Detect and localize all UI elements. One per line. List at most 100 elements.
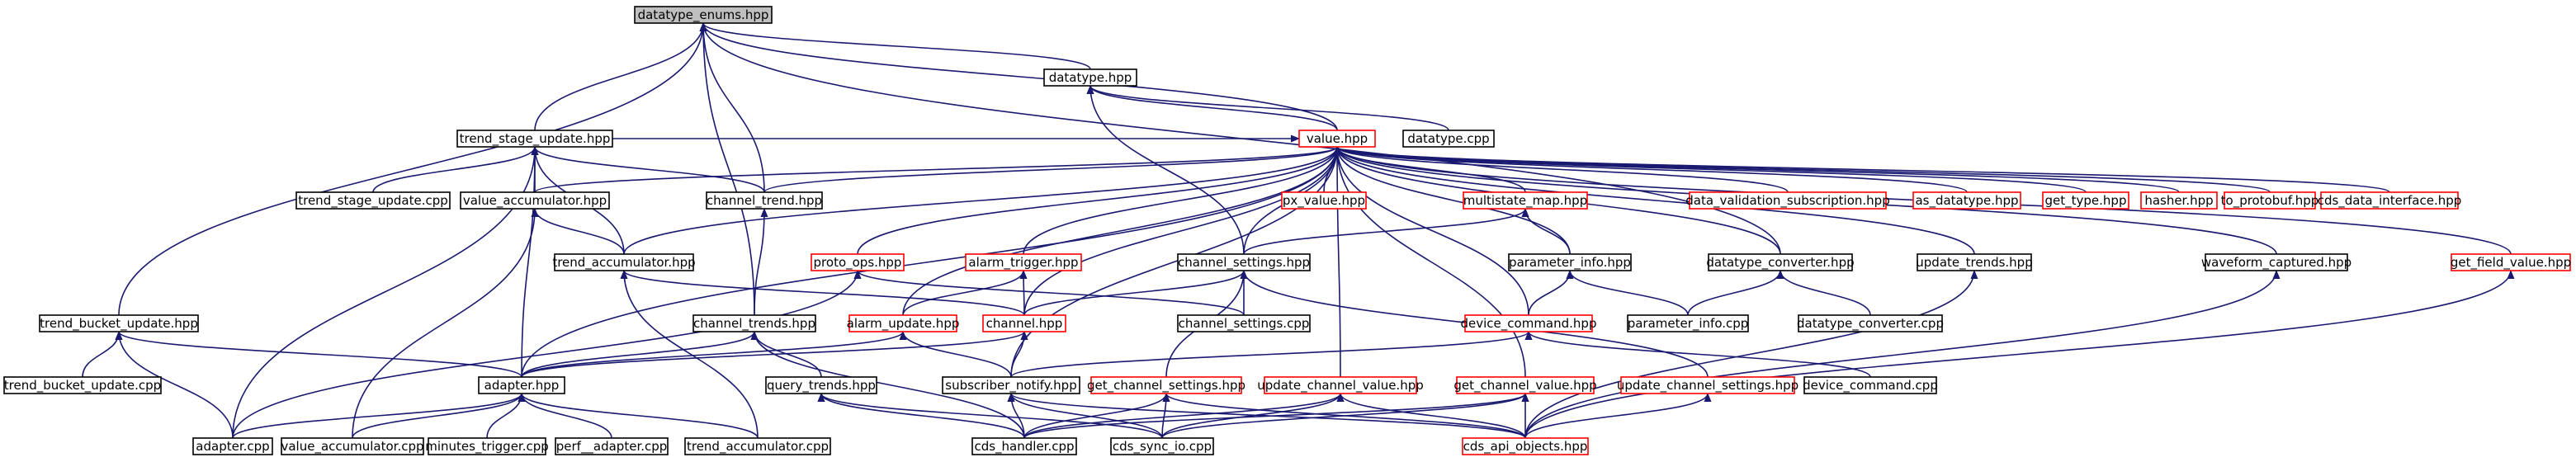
node-box	[1402, 130, 1495, 148]
node-minutes-trigger-cpp[interactable]: minutes_trigger.cpp	[425, 437, 549, 455]
node-alarm-update-hpp[interactable]: alarm_update.hpp	[847, 314, 960, 332]
node-label: hasher.hpp	[2144, 193, 2213, 208]
edge-datatype-hpp-to-datatype-enums-hpp	[699, 22, 1091, 70]
node-label: get_field_value.hpp	[2451, 255, 2571, 271]
node-box	[1090, 376, 1242, 394]
node-trend-stage-update-cpp[interactable]: trend_stage_update.cpp	[295, 191, 451, 210]
node-label: update_channel_value.hpp	[1257, 378, 1424, 394]
node-box	[555, 437, 669, 455]
node-device-command-cpp[interactable]: device_command.cpp	[1803, 376, 1938, 394]
node-channel-trends-hpp[interactable]: channel_trends.hpp	[692, 314, 816, 332]
node-proto-ops-hpp[interactable]: proto_ops.hpp	[811, 253, 905, 271]
node-box	[456, 130, 613, 148]
edge-subscriber-notify-hpp-to-channel-hpp	[1010, 331, 1028, 378]
node-box	[1627, 314, 1749, 332]
node-box	[1110, 437, 1214, 455]
node-trend-bucket-update-hpp[interactable]: trend_bucket_update.hpp	[39, 314, 199, 332]
node-label: datatype_converter.hpp	[1706, 255, 1854, 271]
node-parameter-info-hpp[interactable]: parameter_info.hpp	[1508, 253, 1632, 271]
node-trend-bucket-update-cpp[interactable]: trend_bucket_update.cpp	[3, 376, 162, 394]
node-box	[1463, 191, 1588, 210]
node-channel-settings-cpp[interactable]: channel_settings.cpp	[1177, 314, 1311, 332]
node-label: alarm_trigger.hpp	[968, 255, 1078, 271]
node-alarm-trigger-hpp[interactable]: alarm_trigger.hpp	[965, 253, 1082, 271]
node-datatype-enums-hpp[interactable]: datatype_enums.hpp	[634, 6, 773, 24]
node-trend-stage-update-hpp[interactable]: trend_stage_update.hpp	[456, 130, 613, 148]
node-label: channel_trends.hpp	[693, 316, 815, 332]
node-update-channel-value-hpp[interactable]: update_channel_value.hpp	[1257, 376, 1424, 394]
node-px-value-hpp[interactable]: px_value.hpp	[1281, 191, 1367, 210]
node-label: alarm_update.hpp	[847, 316, 960, 332]
node-label: channel_settings.cpp	[1179, 316, 1310, 332]
node-value-accumulator-cpp[interactable]: value_accumulator.cpp	[281, 437, 424, 455]
node-adapter-hpp[interactable]: adapter.hpp	[478, 376, 565, 394]
node-label: channel_trend.hpp	[707, 193, 822, 209]
edge-cds-api-objects-hpp-to-waveform-captured-hpp	[1524, 270, 2281, 439]
edge-cds-sync-io-cpp-to-get-channel-value-hpp	[1161, 393, 1529, 439]
edge-trend-bucket-update-hpp-to-datatype-enums-hpp	[118, 22, 707, 316]
node-box	[2451, 253, 2571, 271]
node-data-validation-subscription-hpp[interactable]: data_validation_subscription.hpp	[1685, 191, 1890, 210]
node-query-trends-hpp[interactable]: query_trends.hpp	[765, 376, 877, 394]
node-to-protobuf-hpp[interactable]: to_protobuf.hpp	[2221, 191, 2319, 210]
node-label: cds_api_objects.hpp	[1463, 439, 1588, 455]
node-waveform-captured-hpp[interactable]: waveform_captured.hpp	[2201, 253, 2351, 271]
edge-adapter-cpp-to-adapter-hpp	[232, 393, 526, 439]
node-cds-handler-cpp[interactable]: cds_handler.cpp	[971, 437, 1077, 455]
node-value-accumulator-hpp[interactable]: value_accumulator.hpp	[460, 191, 610, 210]
edge-hasher-hpp-to-value-hpp	[1333, 146, 2180, 193]
node-channel-hpp[interactable]: channel.hpp	[982, 314, 1066, 332]
node-get-channel-value-hpp[interactable]: get_channel_value.hpp	[1453, 376, 1597, 394]
node-cds-sync-io-cpp[interactable]: cds_sync_io.cpp	[1110, 437, 1214, 455]
node-channel-trend-hpp[interactable]: channel_trend.hpp	[706, 191, 823, 210]
node-update-trends-hpp[interactable]: update_trends.hpp	[1916, 253, 2033, 271]
edge-to-protobuf-hpp-to-value-hpp	[1333, 146, 2271, 193]
edge-trend-accumulator-hpp-to-value-hpp	[623, 146, 1341, 255]
node-subscriber-notify-hpp[interactable]: subscriber_notify.hpp	[942, 376, 1080, 394]
node-multistate-map-hpp[interactable]: multistate_map.hpp	[1463, 191, 1588, 210]
edge-adapter-hpp-to-alarm-update-hpp	[521, 331, 907, 378]
node-label: subscriber_notify.hpp	[945, 378, 1076, 394]
node-label: get_channel_value.hpp	[1453, 378, 1596, 394]
node-hasher-hpp[interactable]: hasher.hpp	[2140, 191, 2218, 210]
node-cds-api-objects-hpp[interactable]: cds_api_objects.hpp	[1462, 437, 1589, 455]
node-box	[848, 314, 957, 332]
node-box	[1912, 191, 2021, 210]
node-label: proto_ops.hpp	[814, 255, 902, 271]
edge-adapter-hpp-to-trend-stage-update-hpp	[521, 146, 539, 378]
edge-adapter-cpp-to-trend-bucket-update-hpp	[115, 331, 234, 439]
node-datatype-converter-cpp[interactable]: datatype_converter.cpp	[1797, 314, 1944, 332]
node-box	[965, 253, 1082, 271]
node-channel-settings-hpp[interactable]: channel_settings.hpp	[1177, 253, 1311, 271]
edge-cds-sync-io-cpp-to-query-trends-hpp	[817, 393, 1163, 439]
edge-channel-settings-cpp-to-proto-ops-hpp	[853, 270, 1245, 316]
node-box	[3, 376, 162, 394]
node-as-datatype-hpp[interactable]: as_datatype.hpp	[1912, 191, 2021, 210]
node-parameter-info-cpp[interactable]: parameter_info.cpp	[1627, 314, 1749, 332]
node-cds-data-interface-hpp[interactable]: cds_data_interface.hpp	[2318, 191, 2462, 210]
node-label: value_accumulator.hpp	[463, 193, 607, 209]
node-datatype-cpp[interactable]: datatype.cpp	[1402, 130, 1495, 148]
node-trend-accumulator-hpp[interactable]: trend_accumulator.hpp	[552, 253, 696, 271]
edge-channel-hpp-to-channel-settings-hpp	[1023, 270, 1248, 316]
edge-trend-accumulator-cpp-to-trend-accumulator-hpp	[620, 270, 759, 439]
node-trend-accumulator-cpp[interactable]: trend_accumulator.cpp	[684, 437, 831, 455]
node-box	[1803, 376, 1937, 394]
edge-value-accumulator-hpp-to-value-hpp	[534, 146, 1341, 193]
node-box	[811, 253, 905, 271]
node-box	[281, 437, 424, 455]
node-get-field-value-hpp[interactable]: get_field_value.hpp	[2451, 253, 2571, 271]
node-get-channel-settings-hpp[interactable]: get_channel_settings.hpp	[1087, 376, 1245, 394]
node-datatype-converter-hpp[interactable]: datatype_converter.hpp	[1706, 253, 1855, 271]
node-adapter-cpp[interactable]: adapter.cpp	[192, 437, 273, 455]
node-box	[982, 314, 1066, 332]
node-device-command-hpp[interactable]: device_command.hpp	[1461, 314, 1597, 332]
node-update-channel-settings-hpp[interactable]: update_channel_settings.hpp	[1617, 376, 1798, 394]
node-box	[1177, 253, 1311, 271]
edge-channel-trend-hpp-to-trend-stage-update-hpp	[531, 146, 765, 193]
node-datatype-hpp[interactable]: datatype.hpp	[1043, 68, 1137, 87]
node-get-type-hpp[interactable]: get_type.hpp	[2042, 191, 2129, 210]
node-value-hpp[interactable]: value.hpp	[1298, 130, 1376, 148]
node-perf-adapter-cpp[interactable]: perf__adapter.cpp	[555, 437, 669, 455]
edge-get-channel-value-hpp-to-value-hpp	[1333, 146, 1526, 378]
